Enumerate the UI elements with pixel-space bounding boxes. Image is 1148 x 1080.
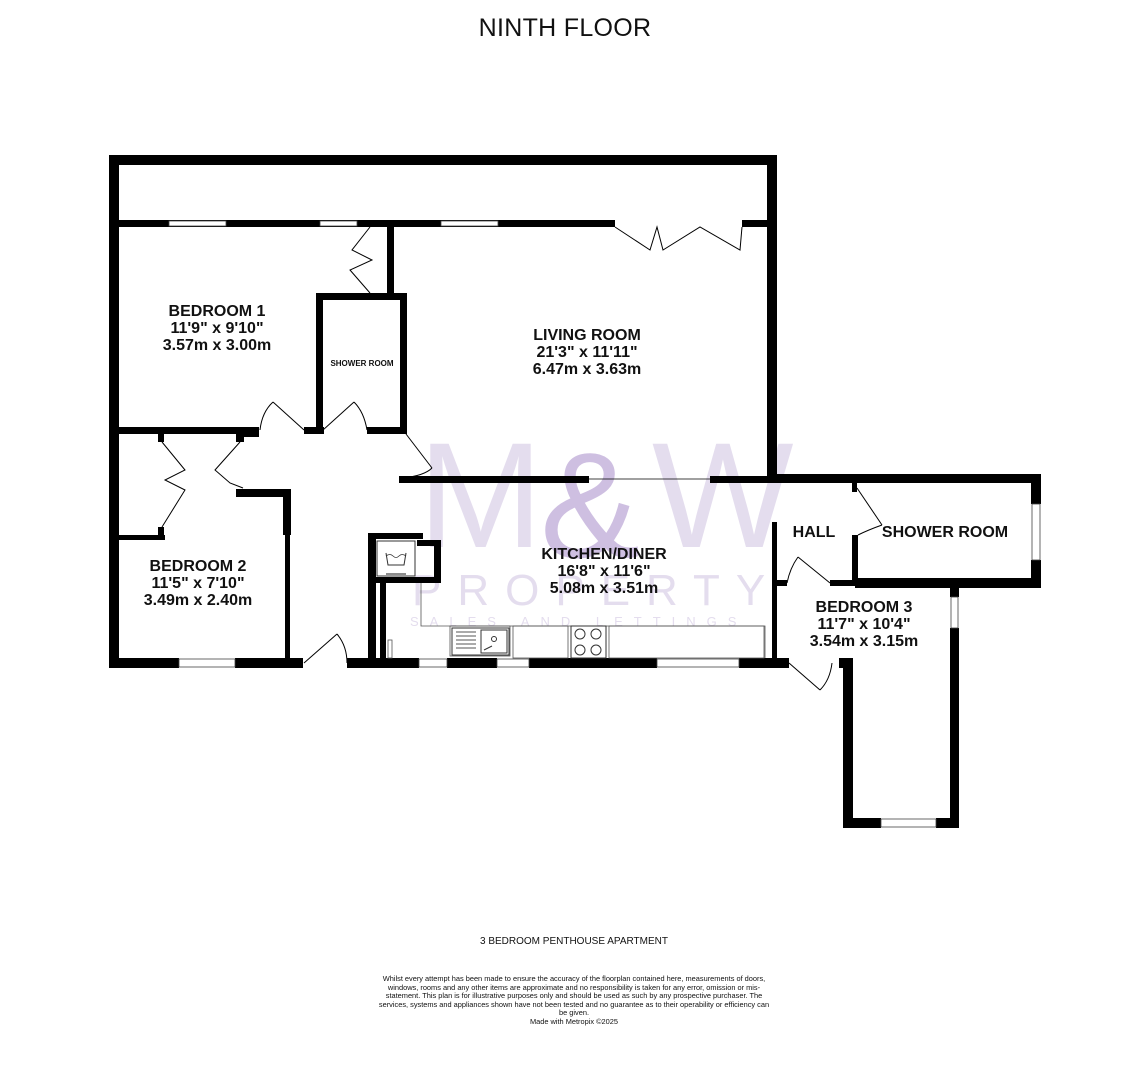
room-metric: 3.54m x 3.15m [809,633,919,650]
room-imperial: 11'7" x 10'4" [817,616,911,633]
room-name: BEDROOM 3 [815,599,913,616]
washing-machine-icon [376,540,416,577]
watermark-ampersand: & [540,421,641,589]
room-imperial: 21'3" x 11'11" [536,344,638,361]
doors [161,225,883,691]
watermark-mw: M W [418,411,794,579]
room-label-living-room: LIVING ROOM 21'3" x 11'11" 6.47m x 3.63m [533,327,642,378]
floor-title: NINTH FLOOR [478,14,652,42]
room-metric: 5.08m x 3.51m [549,580,659,597]
watermark-property: PROPERTY [412,566,782,615]
room-label-hall: HALL [792,524,836,541]
disclaimer: Whilst every attempt has been made to en… [374,974,774,1027]
room-metric: 6.47m x 3.63m [532,361,642,378]
sink-icon [451,627,510,656]
room-imperial: 11'5" x 7'10" [151,575,245,592]
room-label-shower-room: SHOWER ROOM [881,524,1009,541]
room-label-shower-room-small: SHOWER ROOM [330,359,394,368]
room-metric: 3.57m x 3.00m [162,337,272,354]
room-imperial: 11'9" x 9'10" [170,320,264,337]
room-imperial: 16'8" x 11'6" [557,563,651,580]
room-label-bedroom3: BEDROOM 3 11'7" x 10'4" 3.54m x 3.15m [810,599,919,650]
disclaimer-text: Whilst every attempt has been made to en… [378,974,770,1018]
walls [109,155,1041,828]
room-metric: 3.49m x 2.40m [143,592,253,609]
room-name: LIVING ROOM [533,327,641,344]
plan-subtitle: 3 BEDROOM PENTHOUSE APARTMENT [480,936,668,947]
room-label-bedroom2: BEDROOM 2 11'5" x 7'10" 3.49m x 2.40m [144,558,253,609]
room-name: BEDROOM 2 [149,558,247,575]
room-name: BEDROOM 1 [168,303,266,320]
watermark-sales-lettings: SALES AND LETTINGS [410,614,748,629]
room-name: KITCHEN/DINER [541,546,667,563]
windows [168,220,1041,828]
room-label-bedroom1: BEDROOM 1 11'9" x 9'10" 3.57m x 3.00m [163,303,272,354]
room-label-kitchen-diner: KITCHEN/DINER 16'8" x 11'6" 5.08m x 3.51… [541,546,666,597]
hob-icon [570,625,607,659]
metropix-credit: Made with Metropix ©2025 [529,1016,619,1026]
